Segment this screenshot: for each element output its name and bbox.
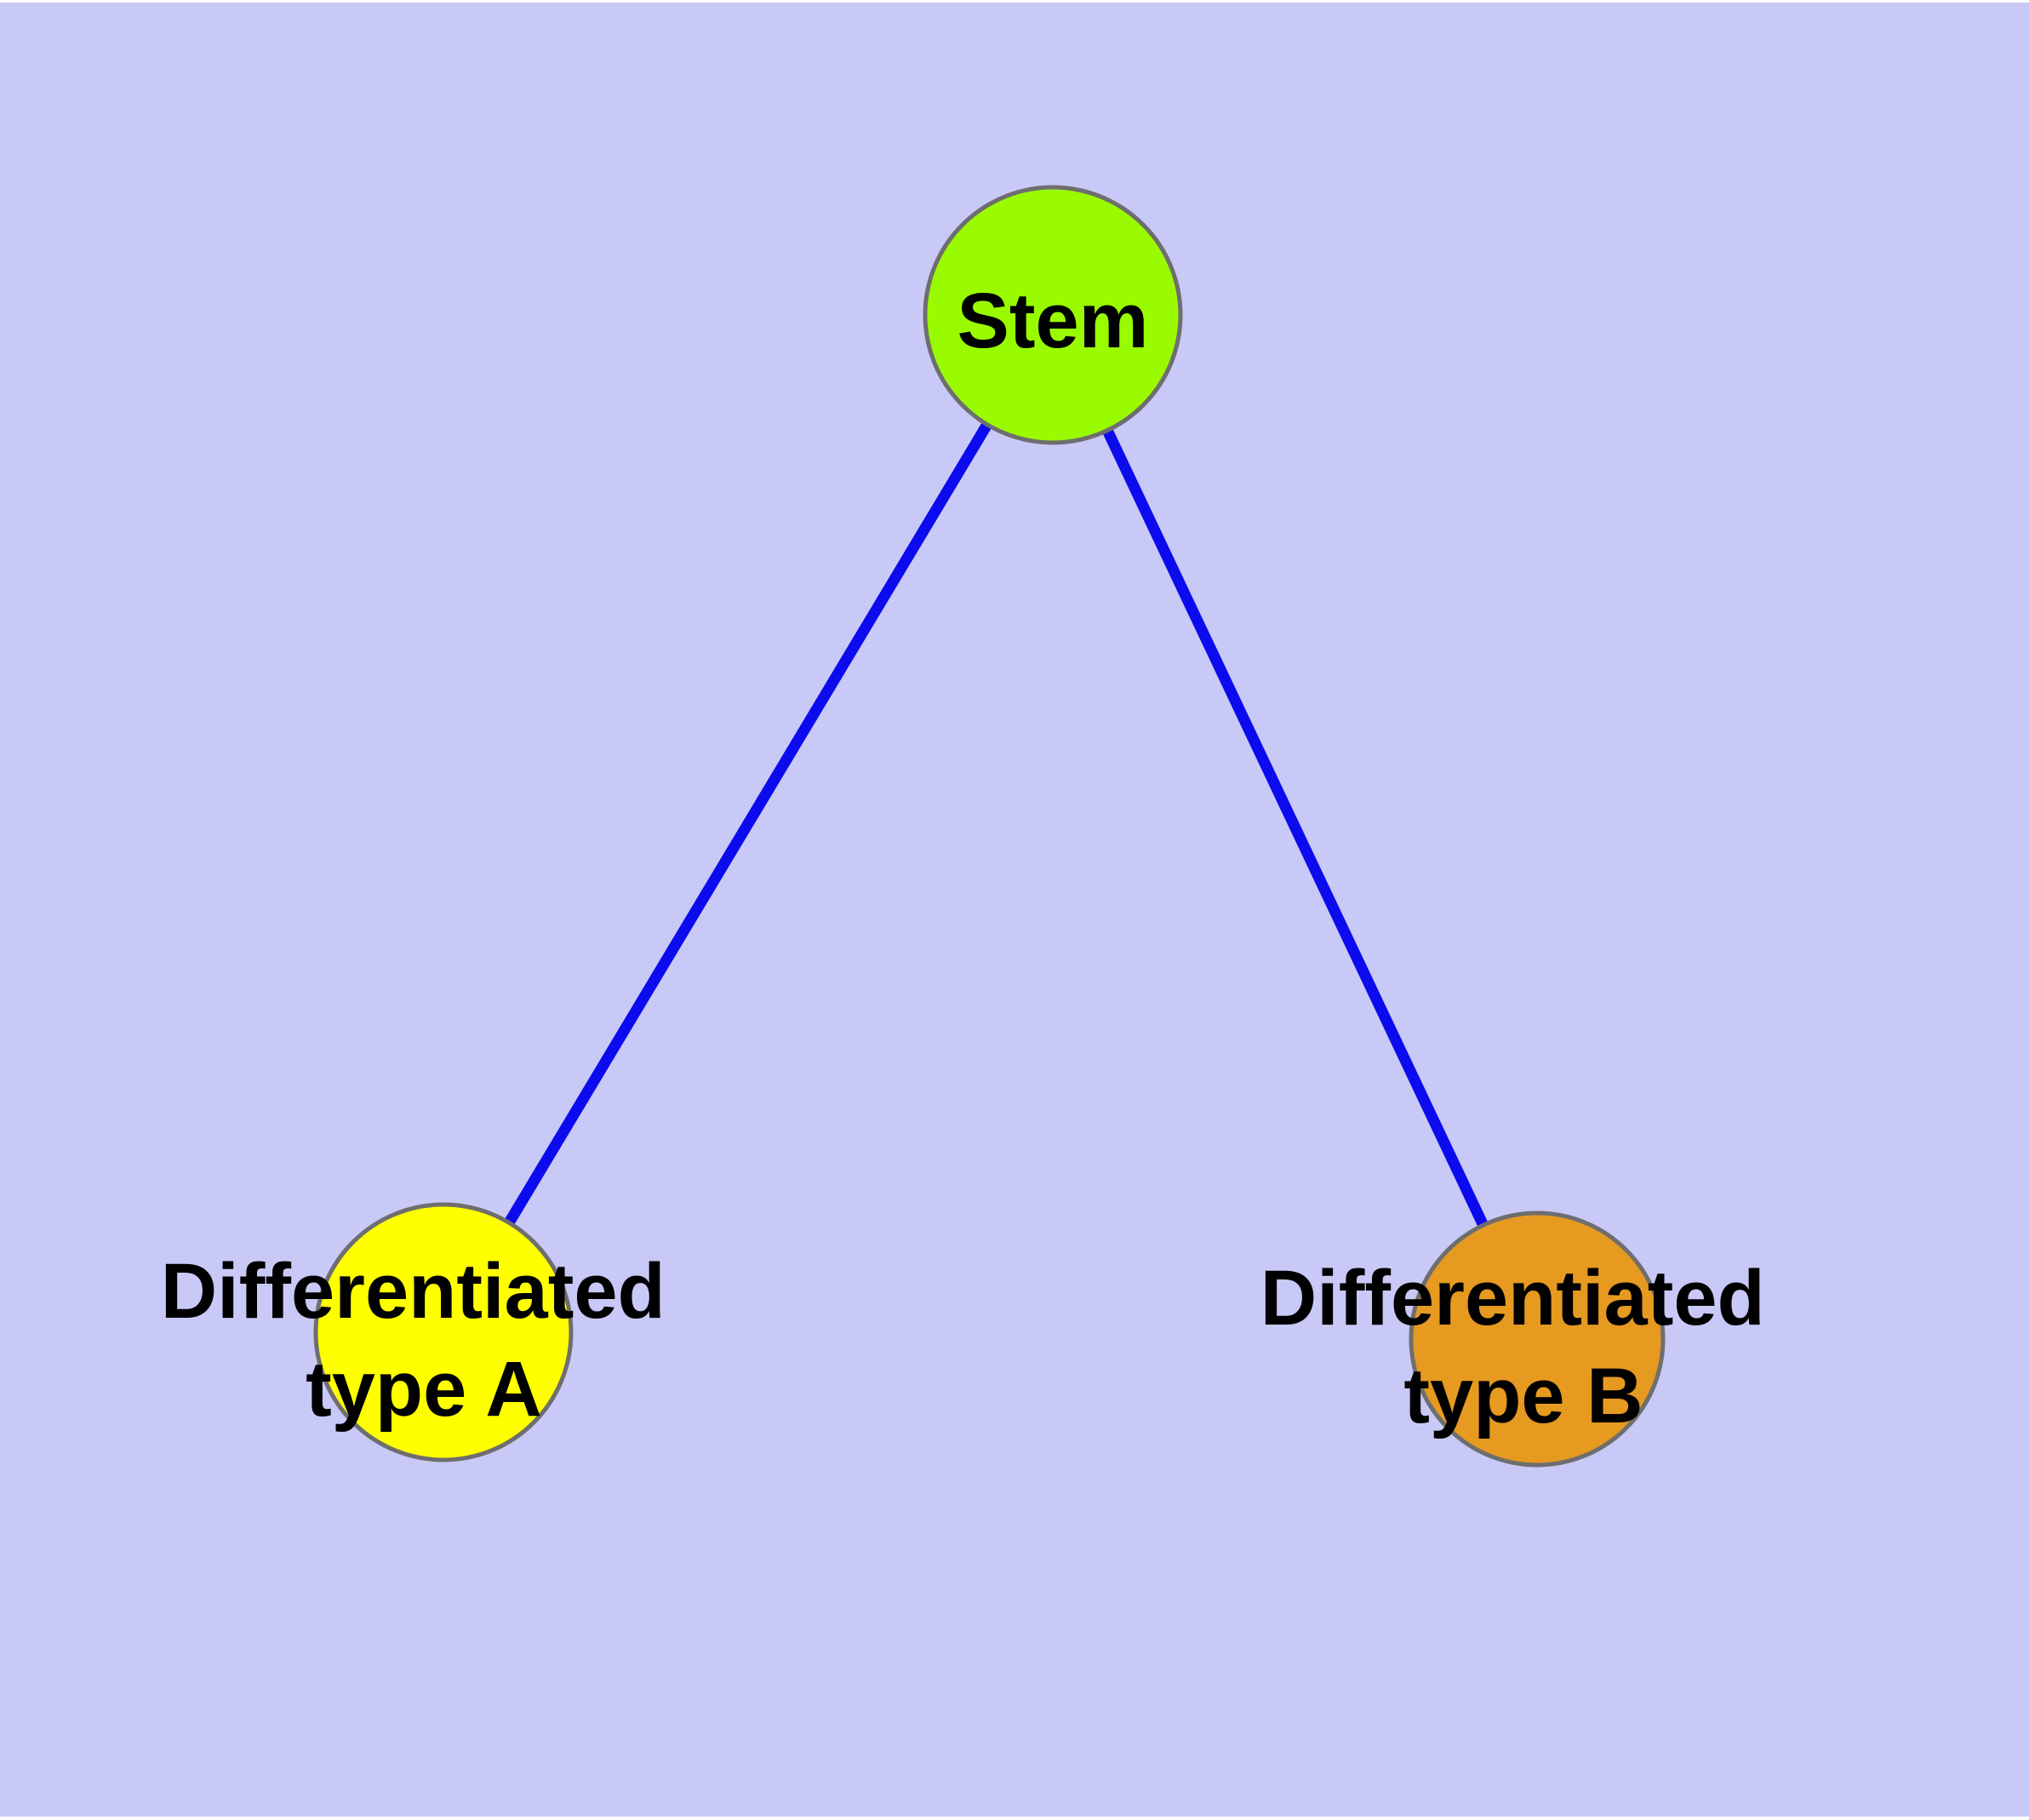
edge-group <box>438 312 1542 1342</box>
node-type-b-label-line2: type B <box>1403 1353 1643 1439</box>
node-type-b-circle <box>1409 1210 1666 1468</box>
node-stem-circle <box>923 185 1183 445</box>
node-type-a-label: Differentiated type A <box>161 1248 688 1433</box>
edge-stem-to-type-b <box>1048 312 1542 1342</box>
node-type-b-label: Differentiated type B <box>1260 1255 1787 1439</box>
node-type-b-label-line1: Differentiated <box>1260 1255 1765 1342</box>
label-group: Stem Differentiated type A Differentiate… <box>161 278 1787 1439</box>
node-type-a-circle <box>313 1202 574 1462</box>
edge-stem-to-type-a <box>438 312 1058 1336</box>
node-type-a-label-line2: type A <box>306 1346 542 1433</box>
node-type-a-label-line1: Differentiated <box>161 1248 666 1335</box>
node-stem-label: Stem <box>957 278 1149 364</box>
node-group <box>313 185 1666 1468</box>
